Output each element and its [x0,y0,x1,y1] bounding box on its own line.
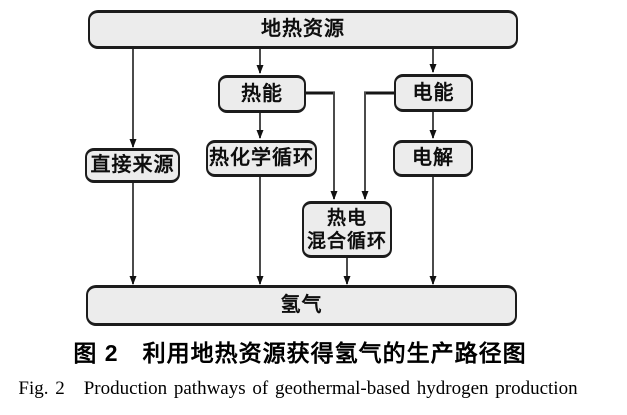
node-direct-source-label: 直接来源 [90,154,175,176]
node-thermal-energy: 热能 [218,75,306,113]
node-direct-source: 直接来源 [85,148,180,183]
node-hydrogen: 氢气 [86,285,517,326]
node-electric-energy: 电能 [394,74,473,112]
node-electrolysis-label: 电解 [412,147,454,169]
figure-caption-chinese: 图 2 利用地热资源获得氢气的生产路径图 [73,340,527,366]
node-geothermal-resources-label: 地热资源 [261,18,345,40]
node-thermochemical-cycle-label: 热化学循环 [209,147,314,169]
node-hybrid-label-line1: 热电 [326,207,367,229]
node-geothermal-resources: 地热资源 [88,10,518,49]
node-hybrid-label-line2: 混合循环 [306,230,387,252]
node-electric-energy-label: 电能 [412,81,455,104]
node-thermochemical-cycle: 热化学循环 [206,140,317,177]
node-thermoelectric-hybrid-cycle: 热电 混合循环 [302,201,392,258]
node-hydrogen-label: 氢气 [280,294,323,316]
node-thermal-energy-label: 热能 [241,82,283,105]
node-electrolysis: 电解 [393,140,473,177]
figure-caption-english: Fig. 2 Production pathways of geothermal… [18,378,578,399]
